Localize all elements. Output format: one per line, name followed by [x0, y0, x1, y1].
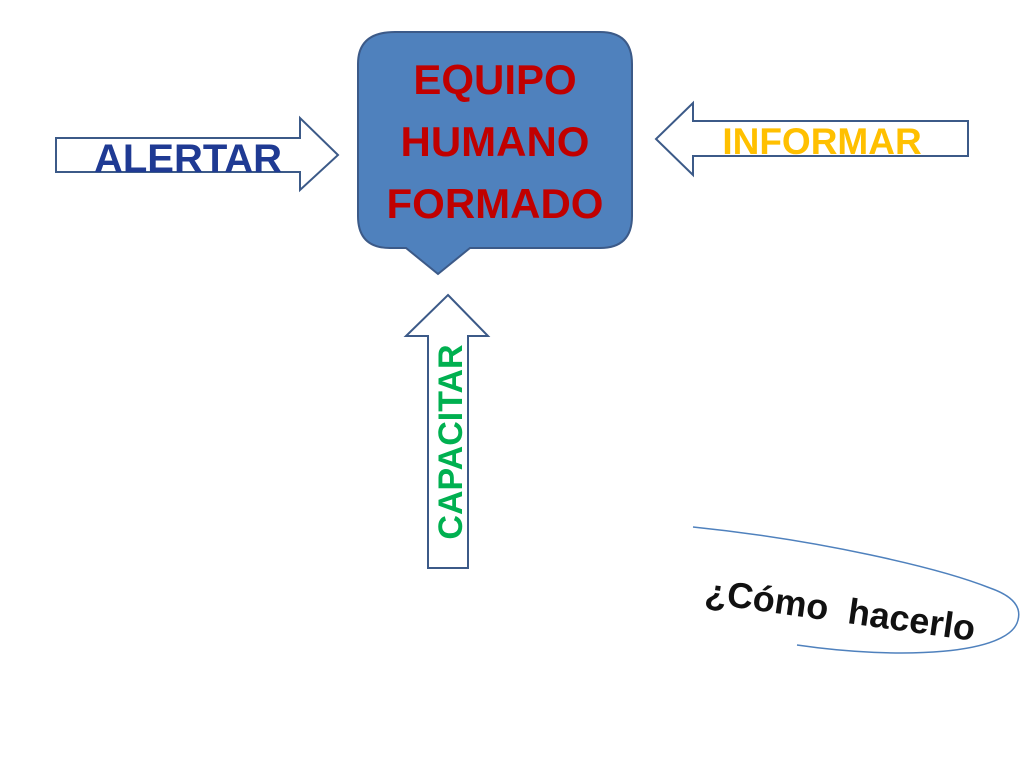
- informar-arrow: INFORMAR: [654, 100, 969, 178]
- capacitar-arrow-shape: [403, 293, 491, 569]
- informar-label: INFORMAR: [722, 121, 921, 162]
- center-line-2: HUMANO: [401, 118, 590, 165]
- alertar-arrow-shape: [55, 115, 340, 193]
- center-line-1: EQUIPO: [413, 56, 576, 103]
- alertar-label: ALERTAR: [94, 137, 282, 181]
- question-text: ¿Cómo hacerlo: [703, 570, 978, 648]
- question-group: ¿Cómo hacerlo: [692, 526, 1020, 654]
- swoosh-top-line: [692, 526, 991, 589]
- center-callout-shape: [357, 31, 633, 276]
- center-line-3: FORMADO: [387, 180, 604, 227]
- capacitar-arrow: CAPACITAR: [403, 293, 491, 569]
- center-callout: EQUIPO HUMANO FORMADO: [357, 31, 633, 276]
- alertar-arrow: ALERTAR: [55, 115, 340, 193]
- capacitar-label: CAPACITAR: [432, 344, 470, 539]
- informar-arrow-shape: [654, 100, 969, 178]
- swoosh-bottom-line: [796, 587, 1020, 654]
